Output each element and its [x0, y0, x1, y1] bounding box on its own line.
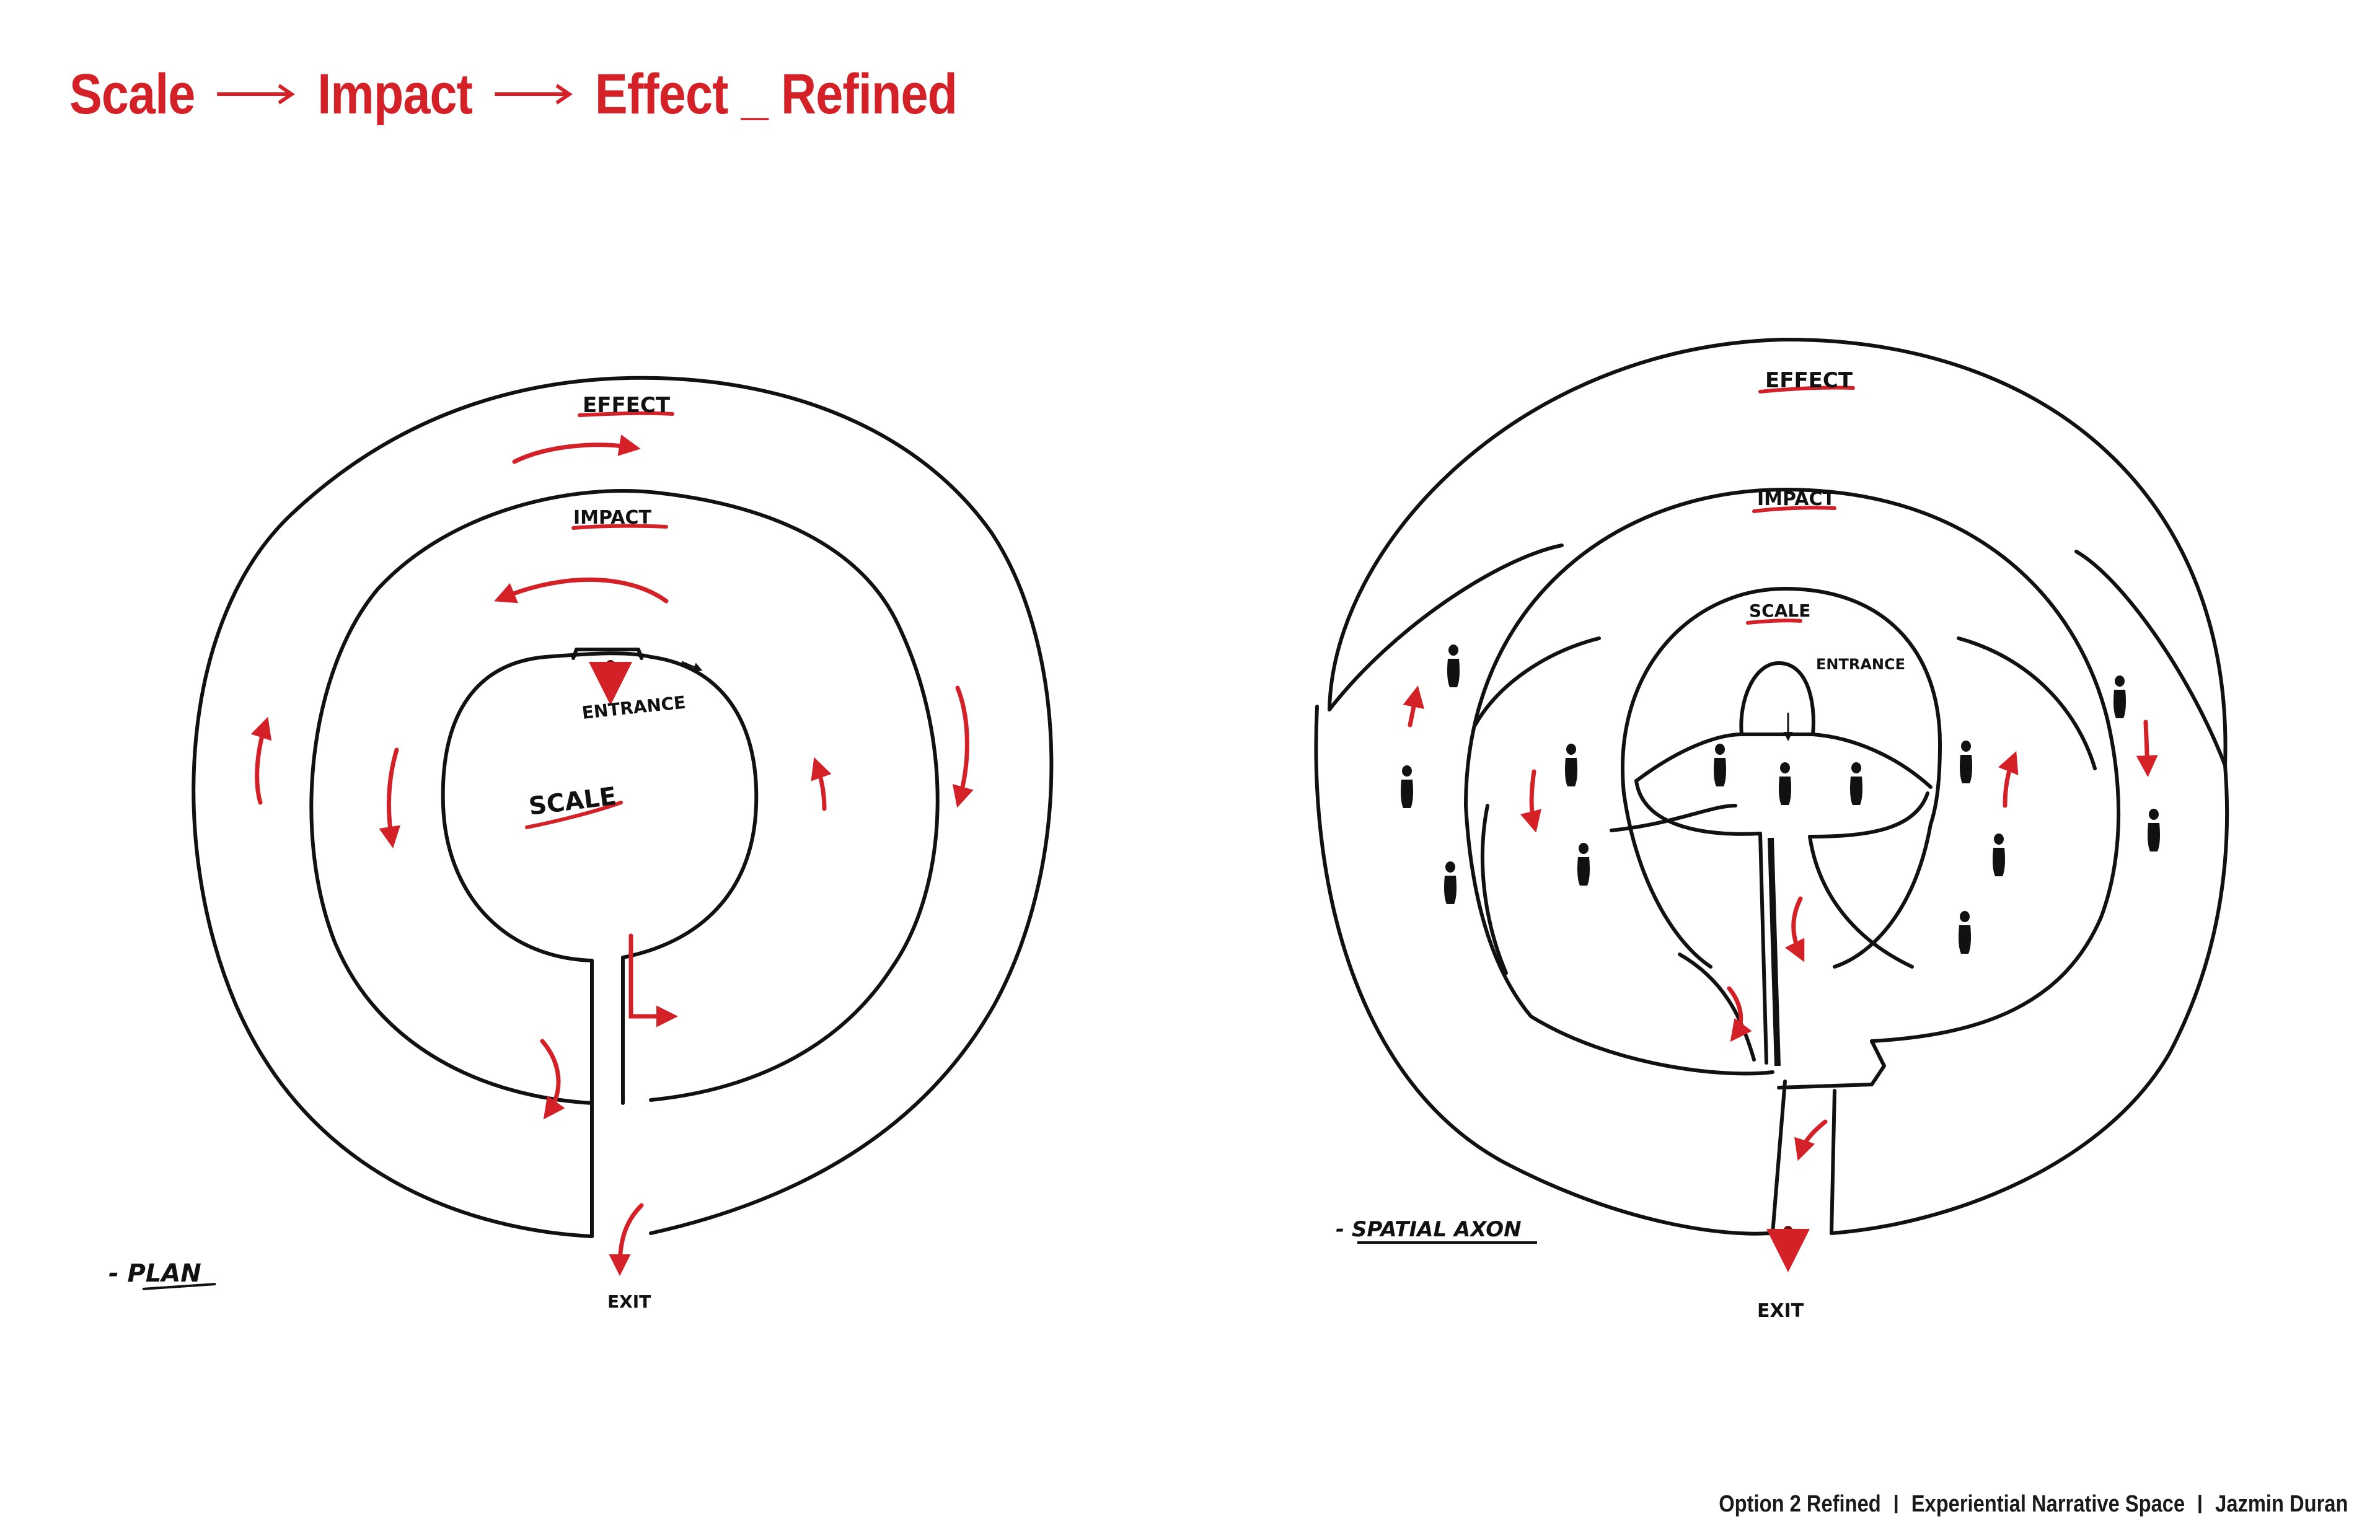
footer-divider: [1894, 1495, 1897, 1513]
plan-drawing: EFFECT IMPACT ENTRANCE SCALE EXIT - PLAN: [108, 376, 1054, 1312]
axon-label-entrance: ENTRANCE: [1816, 656, 1905, 673]
flow-arrow-icon: [628, 933, 678, 1027]
axon-caption: - SPATIAL AXON: [1336, 1217, 1522, 1242]
person-icon: [1993, 834, 2005, 876]
footer-option: Option 2 Refined: [1718, 1490, 1881, 1517]
flow-arrow-icon: [494, 577, 669, 604]
flow-arrow-icon: [1403, 685, 1425, 728]
axon-drawing: EFFECT IMPACT SCALE ENTRANCE EXIT - SPAT…: [1314, 337, 2229, 1322]
person-icon: [1447, 645, 1460, 687]
axon-flow-arrows: [1403, 685, 2158, 1161]
axon-outer-base: [1314, 705, 1771, 1236]
flow-arrow-icon: [811, 757, 832, 811]
plan-outer-ring: [192, 376, 1054, 1238]
plan-label-entrance: ENTRANCE: [581, 692, 687, 723]
plan-label-impact: IMPACT: [573, 507, 651, 529]
person-icon: [1401, 765, 1413, 808]
footer-credits: Option 2 Refined Experiential Narrative …: [1719, 1489, 2348, 1520]
plan-inner-ring: [441, 651, 759, 962]
person-icon: [1850, 762, 1862, 805]
person-icon: [1444, 861, 1457, 904]
right-arrow-icon: [495, 84, 573, 105]
footer-divider: [2198, 1495, 2202, 1513]
page-title: Scale Impact Effect _ Refined: [69, 57, 958, 131]
person-icon: [1577, 843, 1590, 886]
footer-project: Experiential Narrative Space: [1911, 1490, 2185, 1517]
flow-arrow-icon: [512, 434, 641, 464]
axon-inner-top: [1621, 587, 1942, 826]
person-icon: [2148, 809, 2160, 851]
footer-author: Jazmin Duran: [2215, 1490, 2348, 1517]
flow-arrow-icon: [952, 685, 974, 808]
axon-label-scale: SCALE: [1749, 601, 1810, 621]
flow-arrow-icon: [250, 716, 272, 805]
person-icon: [1714, 744, 1726, 786]
flow-arrow-icon: [1794, 1119, 1828, 1161]
title-impact: Impact: [317, 62, 473, 126]
axon-label-exit: EXIT: [1757, 1300, 1804, 1322]
flow-arrow-icon: [1784, 896, 1805, 962]
axon-middle-base: [1464, 804, 1774, 1076]
axon-label-effect: EFFECT: [1765, 368, 1853, 393]
flow-arrow-icon: [1520, 769, 1541, 833]
plan-label-effect: EFFECT: [583, 393, 671, 418]
flow-arrow-icon: [1998, 751, 2019, 808]
person-icon: [2113, 675, 2126, 718]
plan-caption: - PLAN: [108, 1259, 201, 1288]
flow-arrow-icon: [379, 747, 401, 848]
person-icon: [1565, 744, 1577, 786]
person-icon: [1959, 911, 1971, 954]
title-effect-refined: Effect _ Refined: [594, 62, 958, 126]
flow-arrow-icon: [540, 1039, 565, 1120]
flow-arrow-icon: [609, 1203, 644, 1276]
axon-outer-top: [1328, 337, 2228, 767]
axon-label-impact: IMPACT: [1757, 488, 1835, 510]
title-scale: Scale: [69, 62, 195, 126]
person-icon: [1960, 741, 1972, 783]
axon-people: [1401, 645, 2160, 954]
axon-middle-top: [1464, 488, 2121, 919]
plan-label-scale: SCALE: [527, 782, 618, 821]
flow-arrow-icon: [2136, 719, 2158, 777]
plan-label-exit: EXIT: [607, 1291, 651, 1312]
right-arrow-icon: [217, 84, 296, 105]
plan-flow-arrows: [250, 434, 974, 1276]
person-icon: [1779, 762, 1791, 805]
flow-arrow-icon: [1727, 986, 1752, 1042]
plan-middle-ring: [309, 489, 940, 1105]
